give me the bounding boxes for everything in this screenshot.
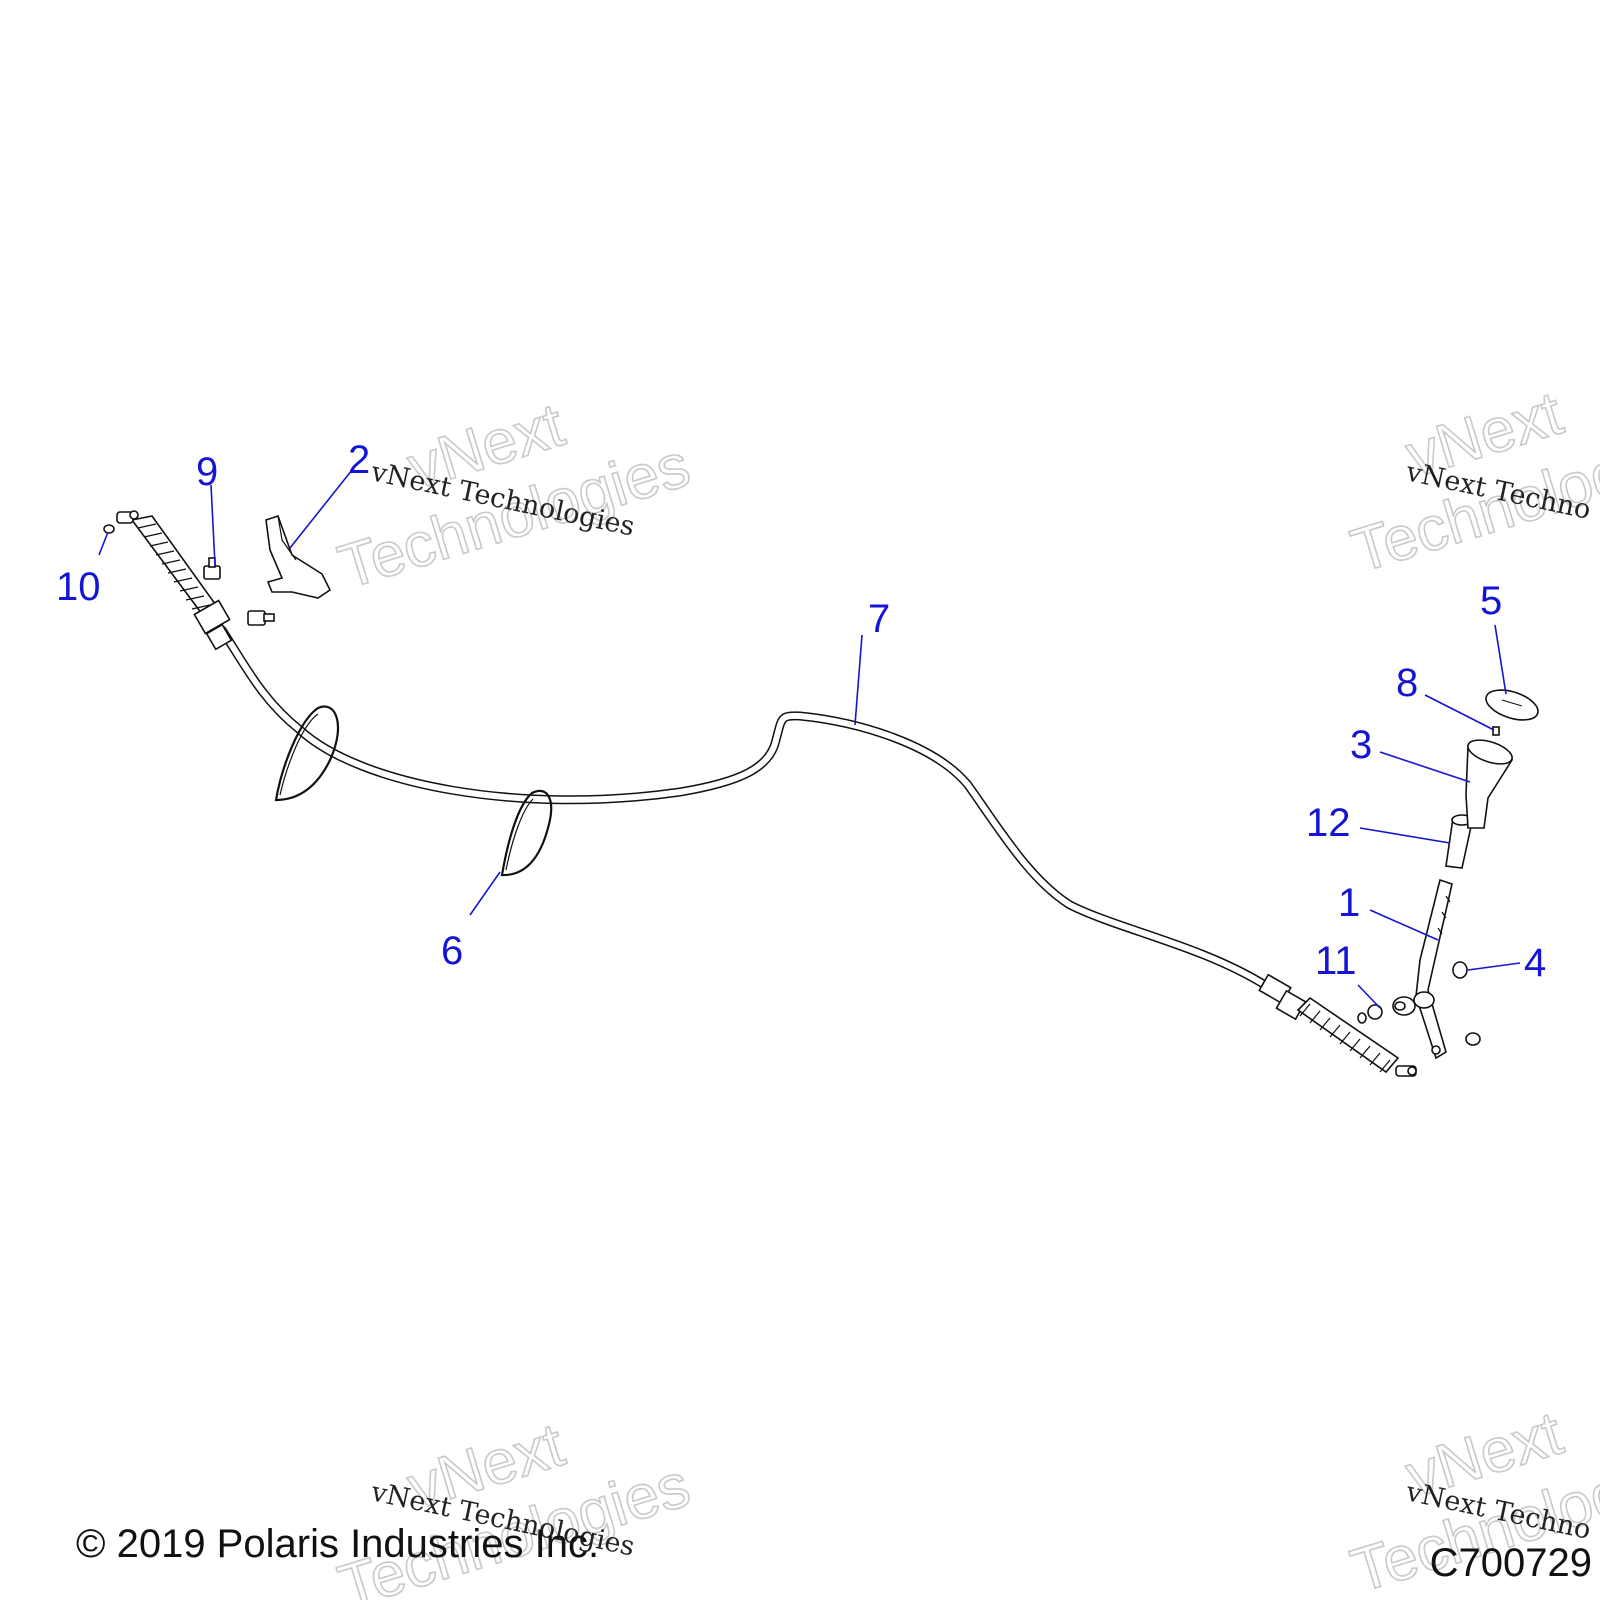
knob-cap <box>1485 689 1539 721</box>
callout-2: 2 <box>348 438 370 482</box>
callout-8: 8 <box>1396 661 1418 705</box>
leader-2 <box>289 469 353 549</box>
bolt-lower <box>247 610 275 626</box>
cable-tie-upper <box>274 705 339 802</box>
shift-cable <box>217 625 1270 990</box>
leader-12 <box>1359 827 1451 844</box>
watermark-bottom-left: vNext Technologies <box>330 1410 698 1600</box>
nut-left <box>103 524 115 534</box>
callout-9: 9 <box>196 450 218 494</box>
cable-tie-lower <box>500 789 553 877</box>
leader-4 <box>1467 962 1521 971</box>
leader-7 <box>854 634 863 726</box>
pivot-bushing <box>1357 991 1435 1024</box>
leader-9 <box>210 484 216 566</box>
leader-10 <box>98 531 109 556</box>
shift-knob <box>1465 739 1514 829</box>
spacer <box>1452 961 1468 979</box>
diagram-code: C700729 <box>1430 1541 1592 1585</box>
leader-3 <box>1379 751 1471 783</box>
callout-1: 1 <box>1338 881 1360 925</box>
callout-11: 11 <box>1315 939 1357 983</box>
callout-5: 5 <box>1480 579 1502 623</box>
cable-end-left <box>116 510 233 651</box>
callout-4: 4 <box>1524 941 1546 985</box>
bolt-upper <box>203 557 221 580</box>
shift-lever <box>1415 878 1453 1060</box>
leader-6 <box>469 871 501 916</box>
cable-end-right <box>1258 973 1417 1077</box>
leader-11 <box>1357 984 1381 1009</box>
leader-1 <box>1369 909 1439 941</box>
cable-bracket <box>265 514 332 599</box>
leader-5 <box>1494 624 1507 695</box>
callout-10: 10 <box>56 565 101 609</box>
leader-8 <box>1424 694 1495 731</box>
callout-3: 3 <box>1350 723 1372 767</box>
watermark-top-right: vNext Technologies <box>1343 378 1600 587</box>
callout-6: 6 <box>441 929 463 973</box>
pin <box>1492 726 1500 736</box>
callout-7: 7 <box>868 597 890 641</box>
callout-12: 12 <box>1306 801 1351 845</box>
copyright-text: © 2019 Polaris Industries Inc. <box>76 1522 599 1566</box>
lever-nut <box>1465 1032 1481 1046</box>
